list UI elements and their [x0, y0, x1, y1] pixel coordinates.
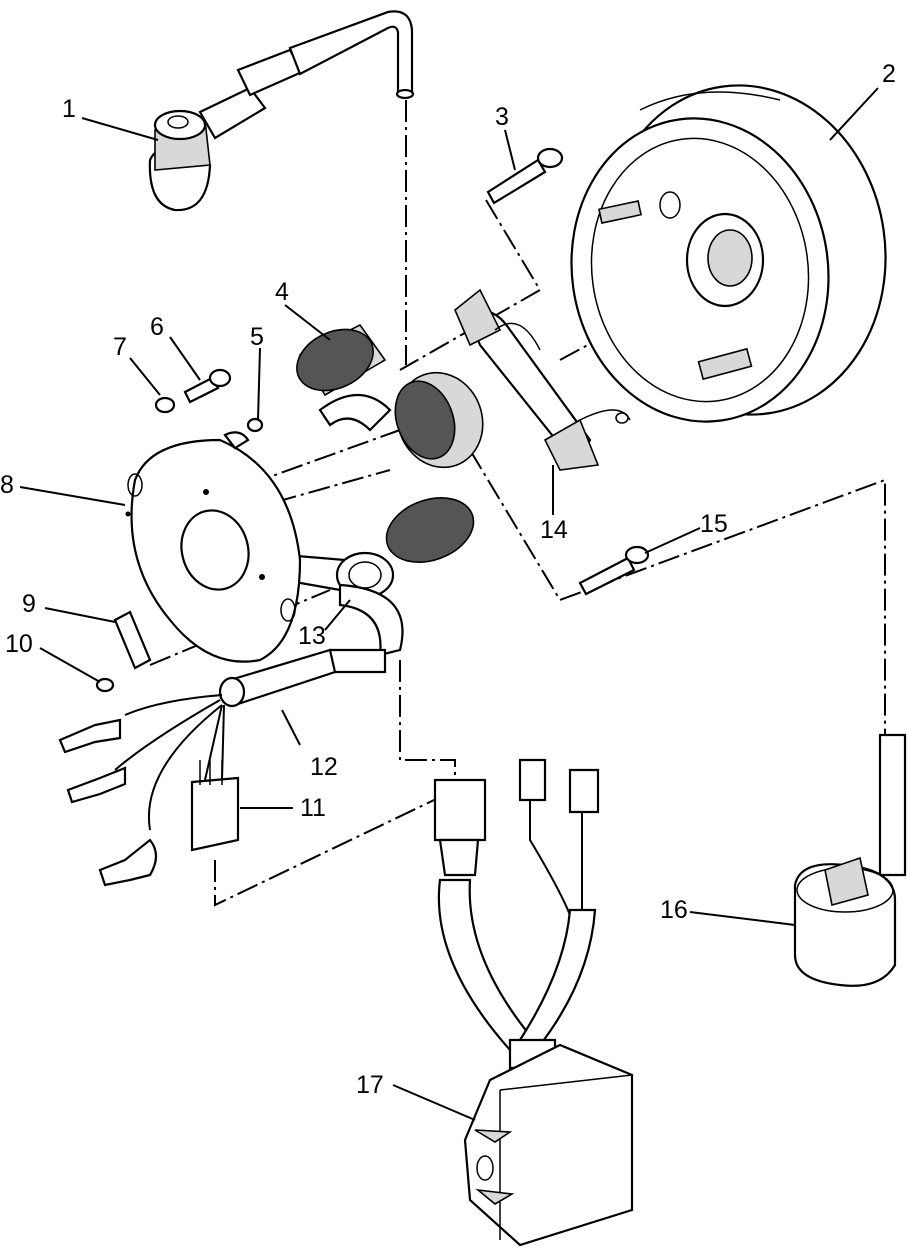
stator-coils [248, 323, 484, 599]
callout-10: 10 [5, 630, 33, 658]
callout-4: 4 [275, 278, 289, 306]
callout-15: 15 [700, 510, 728, 538]
callout-7: 7 [113, 333, 127, 361]
callout-8: 8 [0, 471, 14, 499]
callout-13: 13 [298, 622, 326, 650]
ignition-coil [793, 733, 907, 987]
spark-plug-cap [148, 10, 415, 212]
wiring-harness [58, 583, 404, 887]
leader-lines [19, 87, 879, 1121]
callout-1: 1 [62, 95, 76, 123]
callout-3: 3 [495, 103, 509, 131]
trigger-coil [454, 288, 631, 471]
connector-11 [190, 760, 240, 852]
callout-9: 9 [22, 590, 36, 618]
callout-16: 16 [660, 896, 688, 924]
screw-3 [486, 147, 564, 205]
callout-14: 14 [540, 516, 568, 544]
stator-plate [125, 438, 302, 663]
callout-17: 17 [356, 1071, 384, 1099]
callout-12: 12 [310, 753, 338, 781]
callout-2: 2 [882, 60, 896, 88]
fasteners-5-6-7 [154, 368, 264, 450]
callout-6: 6 [150, 313, 164, 341]
cdi-box [433, 758, 634, 1247]
screw-15 [578, 545, 650, 596]
callout-5: 5 [250, 323, 264, 351]
assembly-lines [139, 100, 886, 907]
wire-clamp [95, 610, 152, 693]
callout-labels: 1 2 3 4 5 6 7 8 9 10 11 12 13 14 15 16 1… [0, 60, 896, 1099]
flywheel [570, 84, 887, 423]
callout-11: 11 [300, 794, 326, 822]
